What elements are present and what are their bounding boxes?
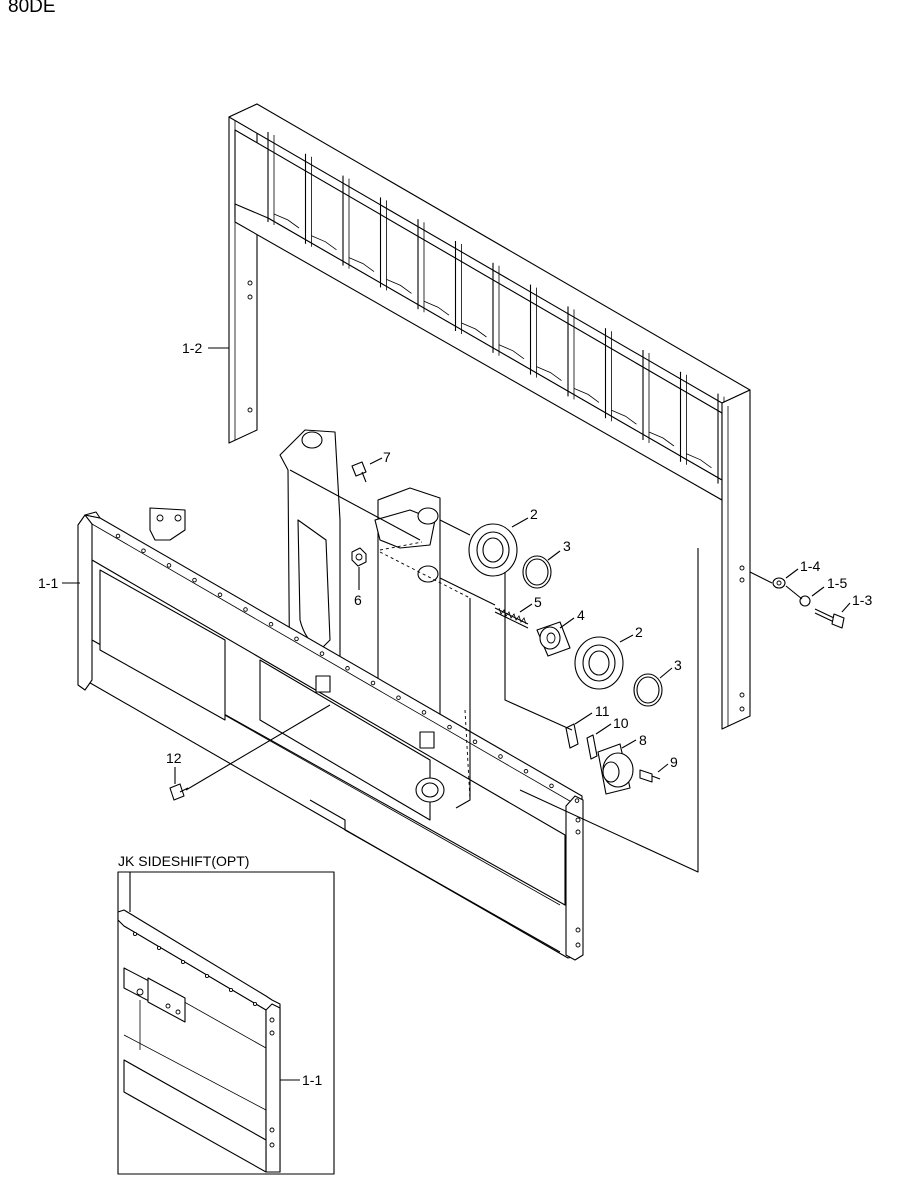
label-11: 11 [595,703,610,719]
label-10: 10 [613,715,629,731]
washer-1-4 [772,577,786,589]
snap-ring-3b [633,673,663,707]
bolt-1-3 [814,608,845,629]
load-backrest [228,103,751,730]
label-9: 9 [670,754,678,770]
label-5: 5 [534,594,542,610]
label-2b: 2 [635,624,643,640]
callouts: 1-2 1-1 7 6 2 3 5 4 2 3 11 10 8 9 1-4 1-… [38,340,872,784]
roller-8 [597,743,634,795]
label-12: 12 [166,750,182,766]
bolt-9 [639,769,661,783]
label-6: 6 [354,592,362,608]
bolt-12 [169,783,189,801]
guide-lines [185,519,803,873]
shim-10 [586,734,598,760]
label-1-4: 1-4 [800,558,820,574]
bearing-2b [574,636,624,690]
fork-carriage [77,429,584,961]
snap-ring-3a [522,555,552,589]
label-3a: 3 [563,538,571,554]
label-1-1: 1-1 [38,575,58,591]
inset-jk-sideshift: JK SIDESHIFT(OPT) 1-1 [117,853,335,1175]
label-2a: 2 [530,506,538,522]
spring-pin-5 [494,607,529,629]
label-1-5: 1-5 [827,575,847,591]
label-8: 8 [639,732,647,748]
label-1-2: 1-2 [182,340,202,356]
model-label: 80DE [8,0,56,17]
label-1-3: 1-3 [852,592,872,608]
bolt-7 [351,461,367,483]
label-4: 4 [577,607,585,623]
bearing-2a [468,523,518,577]
plate-11 [565,723,579,749]
inset-title: JK SIDESHIFT(OPT) [118,853,249,869]
lock-washer-1-5 [799,595,811,607]
collar-4 [536,621,571,657]
nut-6 [351,547,367,567]
label-7: 7 [383,449,391,465]
label-3b: 3 [674,657,682,673]
inset-label-1-1: 1-1 [302,1072,322,1088]
